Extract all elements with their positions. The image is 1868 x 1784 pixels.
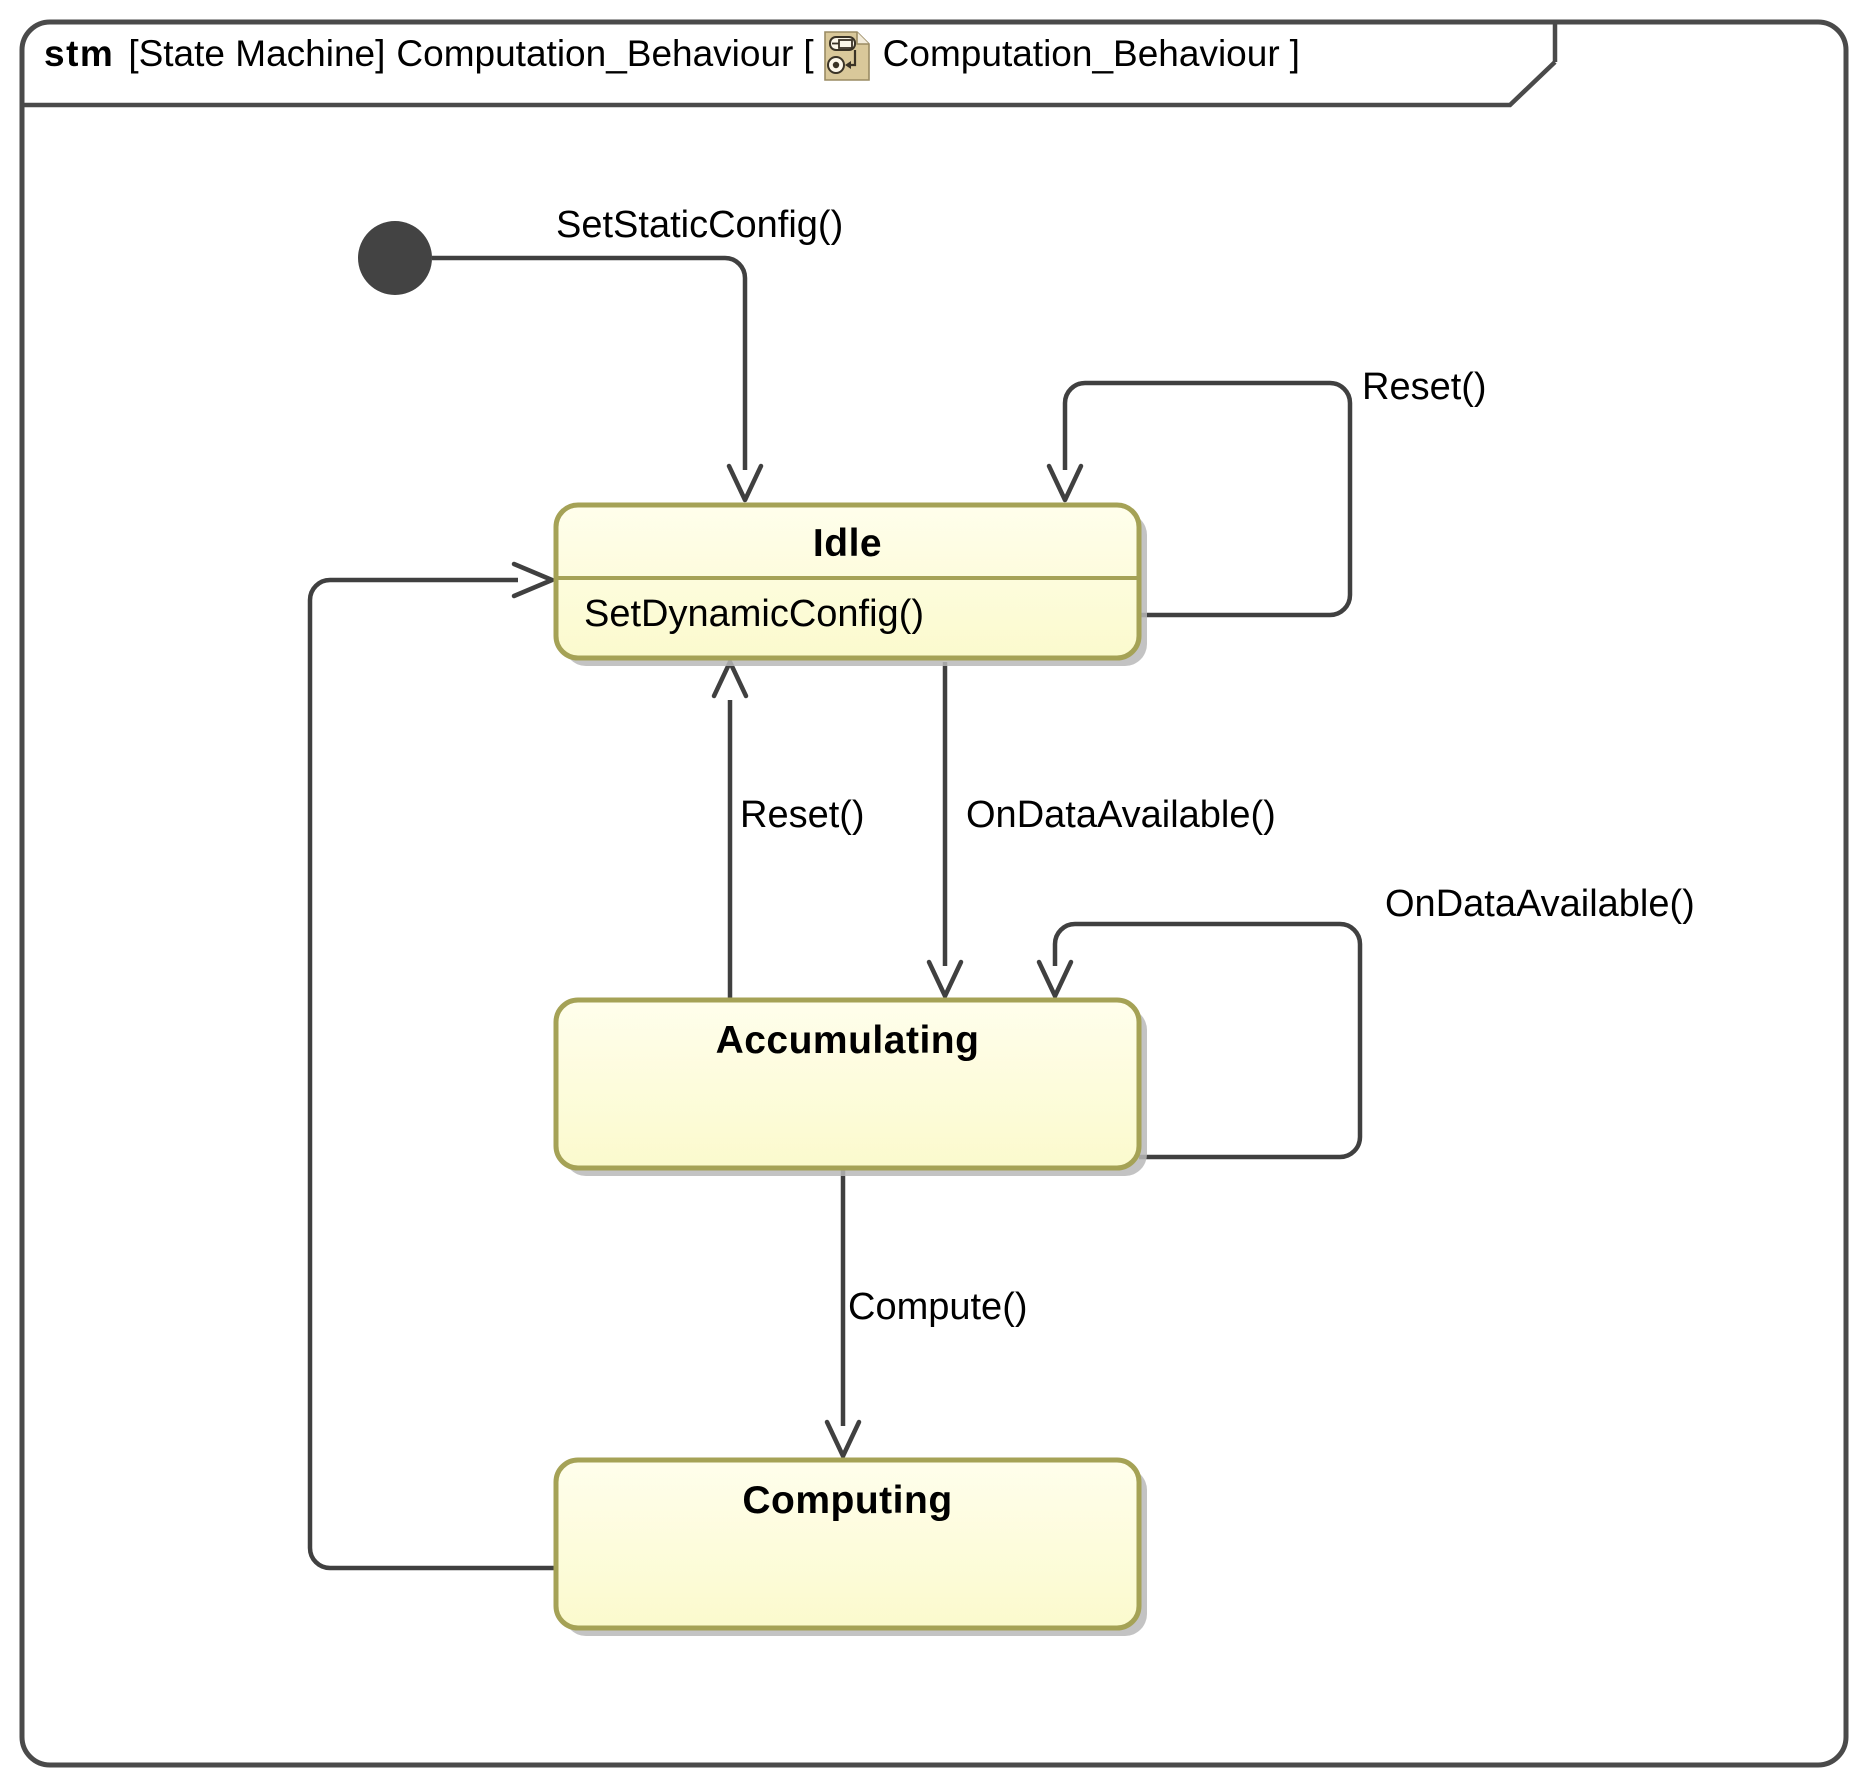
edge-label-idle-self-reset: Reset() bbox=[1362, 366, 1487, 408]
frame-header-label: stm [State Machine] Computation_Behaviou… bbox=[44, 24, 1300, 82]
state-accumulating-name: Accumulating bbox=[715, 1019, 980, 1062]
initial-pseudostate[interactable] bbox=[358, 221, 432, 295]
edge-label-ondataavailable: OnDataAvailable() bbox=[966, 794, 1276, 836]
transition-accumulating-self-path[interactable] bbox=[1036, 921, 1363, 1160]
frame-bracket-open: [ bbox=[803, 32, 814, 74]
transition-idle-to-accumulating-path[interactable] bbox=[926, 662, 964, 999]
state-idle[interactable] bbox=[553, 502, 1147, 666]
state-idle-name: Idle bbox=[812, 522, 883, 565]
diagram-frame bbox=[19, 19, 1849, 1768]
state-computing-name: Computing bbox=[742, 1479, 953, 1522]
frame-type-label: [State Machine] bbox=[128, 32, 386, 74]
transition-initial-to-idle-path[interactable] bbox=[432, 255, 764, 503]
state-machine-icon bbox=[823, 31, 870, 81]
edge-label-compute: Compute() bbox=[848, 1286, 1028, 1328]
frame-name-label: Computation_Behaviour bbox=[396, 32, 794, 74]
transition-computing-to-idle-path[interactable] bbox=[307, 561, 556, 1571]
transition-accumulating-to-computing-path[interactable] bbox=[824, 1168, 862, 1459]
frame-bracket-close: ] bbox=[1289, 32, 1300, 74]
transition-idle-self-reset-path[interactable] bbox=[1046, 380, 1353, 618]
frame-kind-label: stm bbox=[44, 32, 115, 74]
state-idle-body: SetDynamicConfig() bbox=[584, 593, 924, 635]
frame-diagram-name-label: Computation_Behaviour bbox=[882, 32, 1280, 74]
state-accumulating[interactable] bbox=[553, 997, 1147, 1176]
edge-label-accumulating-self-ondataavailable: OnDataAvailable() bbox=[1385, 883, 1695, 925]
edge-label-accumulating-reset: Reset() bbox=[740, 794, 865, 836]
edge-label-setstaticconfig: SetStaticConfig() bbox=[556, 204, 844, 246]
state-computing[interactable] bbox=[553, 1457, 1147, 1636]
